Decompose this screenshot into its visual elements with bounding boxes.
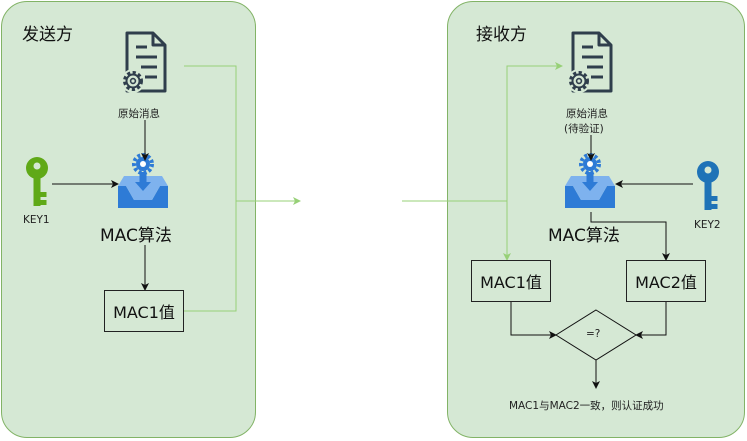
sender-doc-label: 原始消息 (118, 108, 160, 120)
key1-label: KEY1 (23, 214, 50, 226)
sender-mac1-box: MAC1值 (104, 290, 184, 332)
compare-label: =? (586, 328, 601, 340)
receive-path (402, 200, 511, 261)
key2-label: KEY2 (694, 219, 721, 231)
mac1-to-compare-arrow (510, 302, 557, 339)
receiver-mac1-box: MAC1值 (471, 260, 551, 302)
receiver-mac2-box: MAC2值 (626, 260, 706, 302)
inbox-gear-icon (116, 153, 170, 210)
receiver-doc-label: 原始消息 (566, 108, 608, 120)
mac2-to-compare-arrow (635, 302, 667, 339)
document-gear-icon (119, 31, 167, 95)
receiver-doc-sublabel: (待验证) (564, 123, 604, 135)
document-gear-icon (565, 31, 613, 95)
receiver-algo-label: MAC算法 (548, 226, 620, 246)
inbox-gear-icon (563, 153, 617, 210)
result-text: MAC1与MAC2一致，则认证成功 (509, 400, 664, 412)
key-icon (697, 161, 719, 210)
algo-to-mac2-arrow (590, 212, 670, 261)
key-icon (26, 157, 48, 206)
receiver-title: 接收方 (476, 25, 527, 45)
transmit-path (184, 65, 237, 312)
sender-algo-label: MAC算法 (100, 226, 172, 246)
receive-doc-path (506, 62, 563, 201)
sender-title: 发送方 (22, 25, 73, 45)
